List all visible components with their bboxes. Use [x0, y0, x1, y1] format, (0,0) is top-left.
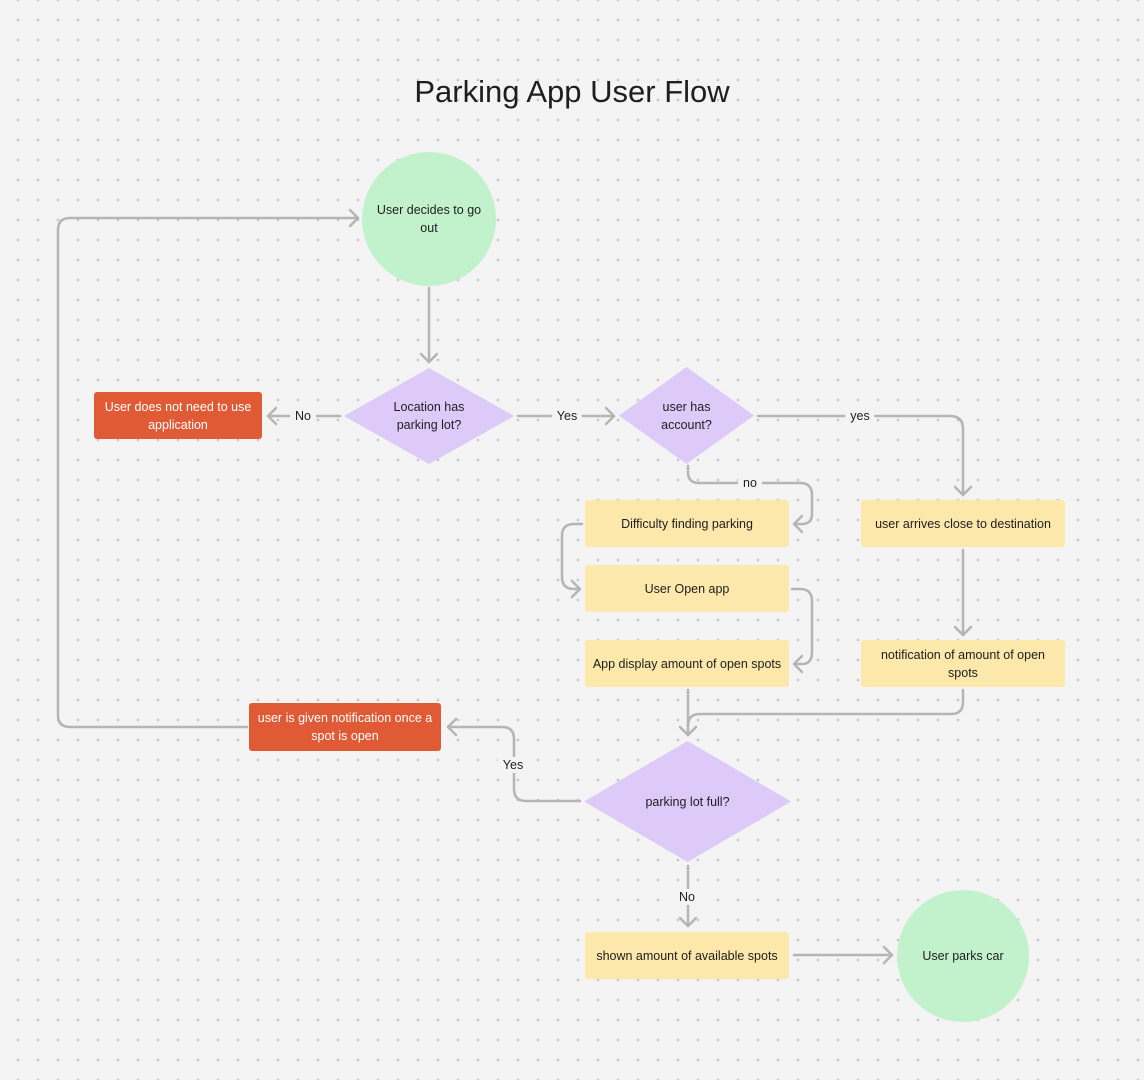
label-yes-account: yes: [845, 408, 875, 424]
arrowhead: [570, 579, 582, 599]
arrowhead: [792, 654, 804, 674]
node-notification-spots[interactable]: notification of amount of open spots: [861, 640, 1065, 687]
node-user-decides[interactable]: User decides to go out: [362, 152, 496, 286]
label-no-account: no: [738, 475, 762, 491]
node-arrives-close[interactable]: user arrives close to destination: [861, 500, 1065, 547]
arrowhead: [678, 725, 698, 737]
arrowhead: [266, 406, 278, 426]
node-difficulty-finding[interactable]: Difficulty finding parking: [585, 500, 789, 547]
arrowhead: [678, 916, 698, 928]
label-yes-full: Yes: [497, 757, 529, 773]
arrowhead: [882, 945, 894, 965]
connector-difficulty-to-open: [560, 522, 584, 591]
node-user-parks[interactable]: User parks car: [897, 890, 1029, 1022]
node-app-display-spots[interactable]: App display amount of open spots: [585, 640, 789, 687]
connector-notification-to-lotfull: [686, 688, 965, 728]
connector-account-no: [686, 464, 814, 526]
label-no-left: No: [290, 408, 316, 424]
label-no-full: No: [674, 889, 700, 905]
node-shown-available[interactable]: shown amount of available spots: [585, 932, 789, 979]
arrowhead: [446, 717, 458, 737]
arrowhead: [792, 514, 804, 534]
arrowhead: [419, 352, 439, 364]
arrowhead: [348, 208, 360, 228]
diagram-title: Parking App User Flow: [414, 74, 730, 109]
label-yes-right: Yes: [551, 408, 583, 424]
node-user-open-app[interactable]: User Open app: [585, 565, 789, 612]
arrowhead: [604, 406, 616, 426]
connector-account-yes: [756, 414, 965, 497]
node-no-app-needed[interactable]: User does not need to use application: [94, 392, 262, 439]
arrowhead: [953, 625, 973, 637]
arrowhead: [953, 485, 973, 497]
connector-loop-back: [56, 216, 360, 729]
node-notified-when-open[interactable]: user is given notification once a spot i…: [249, 703, 441, 751]
connector-open-to-display: [790, 587, 814, 666]
